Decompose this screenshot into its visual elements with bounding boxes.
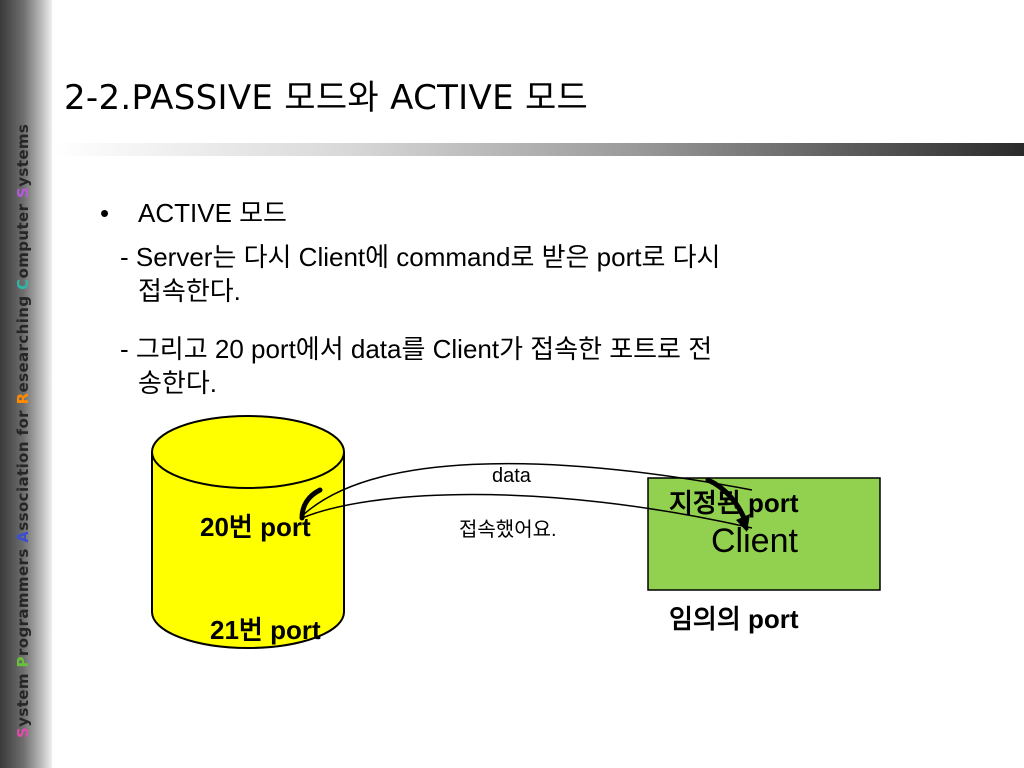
- data-arrow-label: data: [492, 465, 531, 487]
- server-port-21-label: 21번 port: [210, 615, 321, 645]
- connect-arrow-label: 접속했어요.: [459, 519, 557, 541]
- sidebar-band: System Programmers Association for Resea…: [0, 0, 52, 768]
- client-box: [647, 477, 881, 591]
- connect-arrow-line: [301, 493, 753, 529]
- slide-title: 2-2.PASSIVE 모드와 ACTIVE 모드: [64, 78, 589, 118]
- client-curved-arrow: [705, 477, 747, 521]
- arbitrary-port-label: 임의의 port: [669, 604, 799, 634]
- paragraph-line: 접속한다.: [138, 276, 241, 306]
- bullet-heading-text: ACTIVE 모드: [138, 198, 287, 228]
- client-label: Client: [711, 522, 798, 560]
- server-curved-arrow: [299, 487, 323, 521]
- data-arrow-line: [301, 462, 753, 517]
- designated-port-label: 지정된 port: [669, 488, 799, 518]
- title-underline-bar: [52, 143, 1024, 156]
- server-cylinder: [151, 415, 345, 649]
- paragraph-server-reconnect: - Server는 다시 Client에 command로 받은 port로 다…: [120, 240, 950, 308]
- paragraph-line: - Server는 다시 Client에 command로 받은 port로 다…: [120, 242, 721, 272]
- bullet-heading: • ACTIVE 모드: [100, 193, 287, 230]
- paragraph-line: - 그리고 20 port에서 data를 Client가 접속한 포트로 전: [120, 334, 713, 364]
- bullet-dot: •: [100, 198, 110, 228]
- paragraph-line: 송한다.: [138, 368, 217, 398]
- server-port-20-label: 20번 port: [200, 512, 311, 542]
- client-arrowhead: [736, 514, 750, 532]
- paragraph-data-transfer: - 그리고 20 port에서 data를 Client가 접속한 포트로 전 …: [120, 332, 950, 400]
